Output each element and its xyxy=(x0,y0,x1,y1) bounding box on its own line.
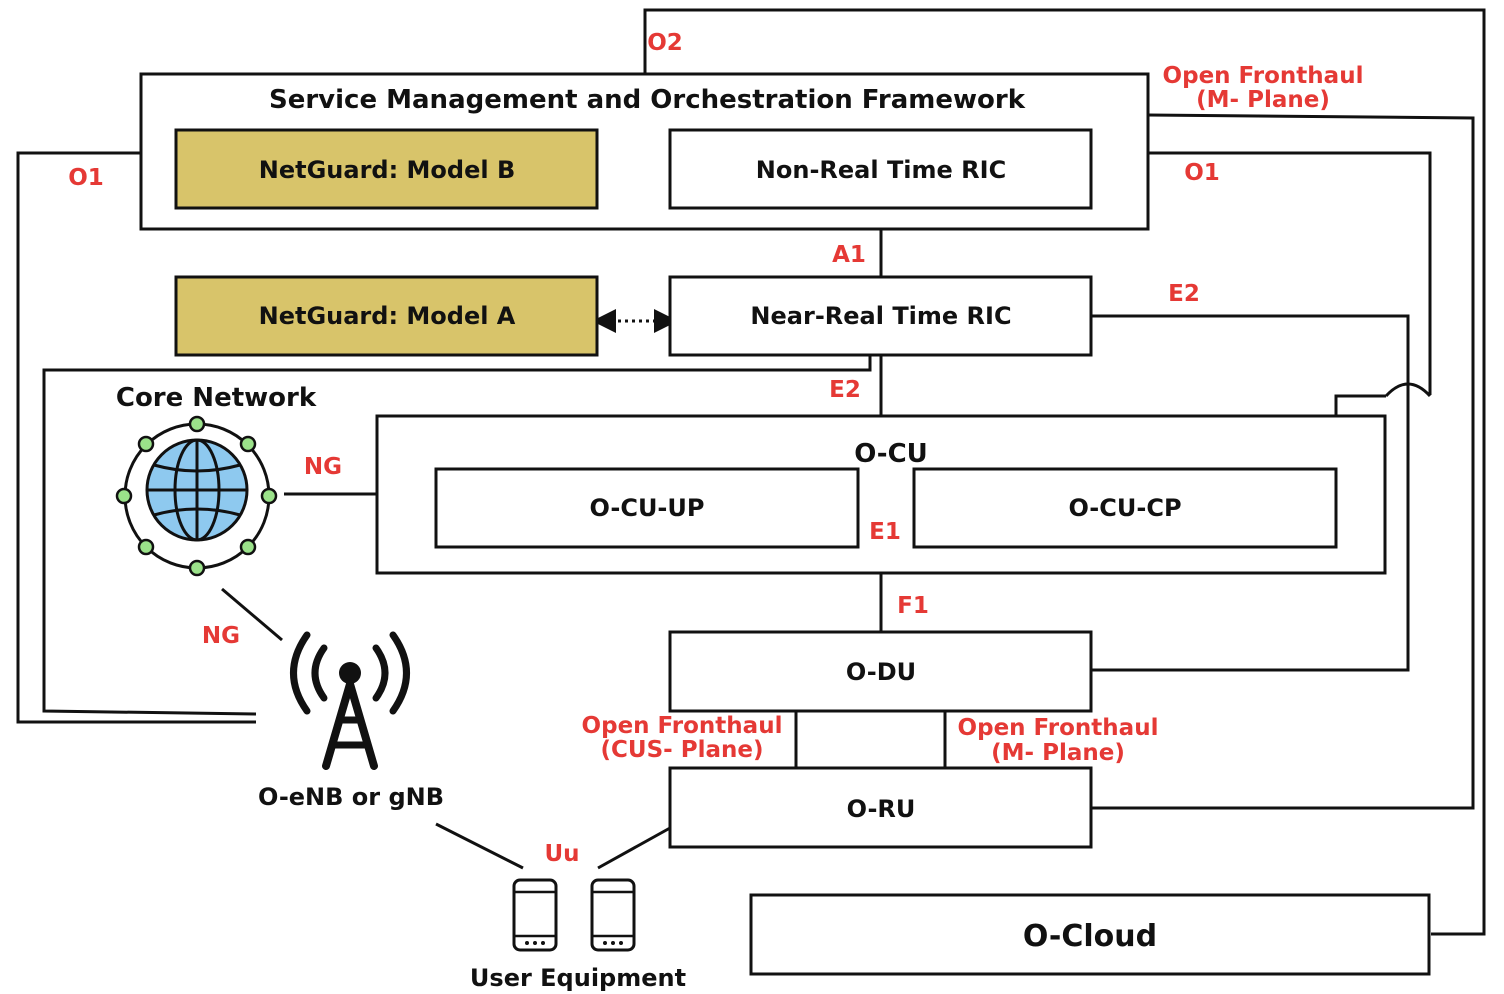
ofh-m-plane-top-link xyxy=(1092,113,1475,810)
antenna-tower-icon xyxy=(290,631,410,770)
ocloud-label: O-Cloud xyxy=(1023,919,1157,954)
ocu-up-box xyxy=(434,467,860,549)
ocu-title: O-CU xyxy=(854,439,928,469)
uu-ru-link xyxy=(597,826,671,870)
e2-mid-label: E2 xyxy=(829,377,861,403)
ng-core-gnb-link xyxy=(221,587,283,642)
smartphone-icon xyxy=(590,878,636,952)
near-rt-ric-box xyxy=(668,275,1093,357)
netguard-model-a-label: NetGuard: Model A xyxy=(259,302,516,330)
smartphone-icon xyxy=(512,878,558,952)
ng-core-gnb-label: NG xyxy=(202,623,240,649)
ofh-m-mid-label-1: Open Fronthaul xyxy=(958,715,1159,741)
near-rt-ric-label: Near-Real Time RIC xyxy=(750,302,1011,330)
near-rt-ric-gnb-link xyxy=(42,355,872,716)
uu-gnb-link xyxy=(435,822,524,870)
core-network-label: Core Network xyxy=(116,383,317,413)
o1-right-link xyxy=(1148,151,1432,395)
ofh-m-top-label-1: Open Fronthaul xyxy=(1163,63,1364,89)
netguard-model-a-box xyxy=(174,275,599,357)
user-equipment-label: User Equipment xyxy=(470,964,686,992)
odu-label: O-DU xyxy=(846,658,916,686)
ofh-cus-label-2: (CUS- Plane) xyxy=(601,737,764,763)
ocu-up-label: O-CU-UP xyxy=(590,494,705,522)
a1-label: A1 xyxy=(832,242,866,268)
oru-box xyxy=(668,766,1093,849)
ng-core-cu-label: NG xyxy=(304,454,342,480)
globe-network-icon xyxy=(115,415,278,577)
ocu-cp-label: O-CU-CP xyxy=(1068,494,1181,522)
oru-label: O-RU xyxy=(847,795,916,823)
line-hop xyxy=(1384,382,1432,398)
o2-link xyxy=(643,8,1486,936)
netguard-model-b-box xyxy=(174,128,599,210)
ocu-cp-box xyxy=(912,467,1338,549)
o1-right-label: O1 xyxy=(1184,160,1220,186)
non-rt-ric-label: Non-Real Time RIC xyxy=(756,156,1006,184)
ofh-m-mid-label-2: (M- Plane) xyxy=(991,740,1125,766)
e2-right-label: E2 xyxy=(1168,281,1200,307)
ocloud-box xyxy=(749,893,1431,976)
e1-label: E1 xyxy=(869,519,901,545)
f1-label: F1 xyxy=(897,593,929,619)
ofh-cus-label-1: Open Fronthaul xyxy=(582,713,783,739)
ocu-right-link xyxy=(1334,394,1386,416)
uu-label: Uu xyxy=(544,841,579,867)
e2-right-link xyxy=(1092,314,1410,672)
gnb-label: O-eNB or gNB xyxy=(258,783,444,811)
o1-left-label: O1 xyxy=(68,165,104,191)
odu-box xyxy=(668,630,1093,713)
non-rt-ric-box xyxy=(668,128,1093,210)
o1-left-link xyxy=(16,151,256,724)
smo-title: Service Management and Orchestration Fra… xyxy=(269,85,1026,115)
netguard-model-b-label: NetGuard: Model B xyxy=(259,156,516,184)
o2-label: O2 xyxy=(647,30,683,56)
ofh-m-top-label-2: (M- Plane) xyxy=(1196,87,1330,113)
